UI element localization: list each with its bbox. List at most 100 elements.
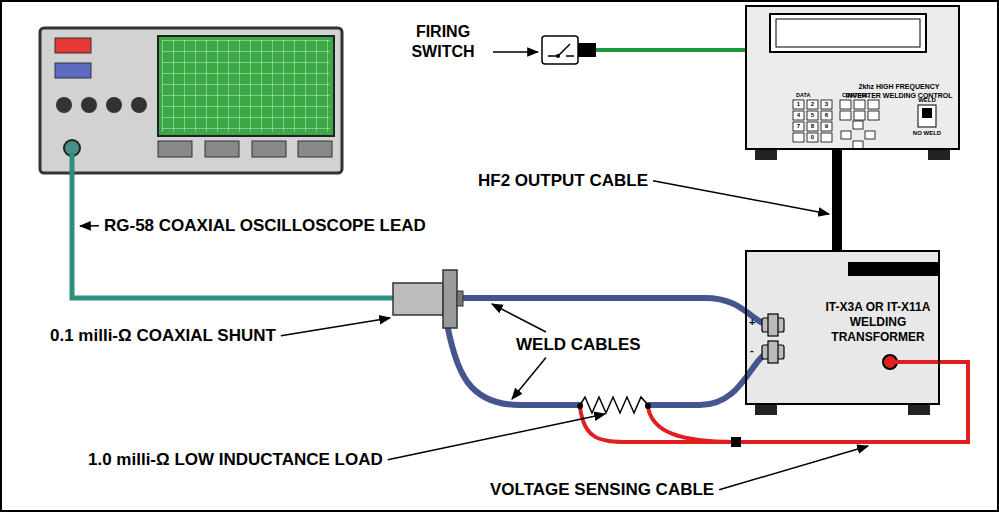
coaxial-shunt — [457, 291, 463, 306]
leader-line — [388, 414, 605, 460]
firing-switch — [578, 43, 596, 57]
oscilloscope — [55, 63, 91, 78]
key-legend: 2 — [807, 100, 818, 109]
voltage-sensing-cable — [580, 362, 968, 442]
coaxial-shunt — [443, 270, 457, 328]
welding-transformer — [745, 250, 940, 405]
key-legend: 0 — [807, 133, 818, 142]
key — [807, 100, 818, 109]
oscilloscope — [40, 28, 342, 173]
oscilloscope — [40, 28, 342, 173]
oscilloscope — [298, 141, 332, 157]
leader-line — [492, 304, 546, 332]
control-box: 2khz HIGH FREQUENCY INVERTER WELDING CON… — [745, 5, 960, 150]
key — [853, 121, 863, 129]
firing-switch — [556, 54, 560, 58]
resistor-symbol — [580, 397, 648, 413]
key — [854, 111, 865, 120]
welding-control — [928, 150, 950, 160]
oscilloscope — [131, 97, 147, 113]
key — [840, 100, 851, 109]
leader-line — [493, 51, 538, 53]
welding-control — [755, 150, 777, 160]
switch-legend: NO WELD — [909, 129, 945, 137]
key — [868, 111, 879, 120]
welding-control — [793, 100, 879, 149]
voltage-sensing-cable — [580, 407, 735, 442]
key — [793, 100, 804, 109]
callout-label: VOLTAGE SENSING CABLE — [490, 480, 714, 500]
weld-cables — [648, 352, 772, 405]
key-legend: 9 — [821, 122, 832, 131]
key — [841, 131, 851, 139]
sense-point — [645, 403, 651, 409]
coaxial-shunt — [393, 270, 463, 328]
voltage-sensing-cable — [648, 407, 735, 442]
weld-cables — [445, 312, 580, 405]
terminal — [768, 341, 778, 363]
welding-transformer — [908, 405, 930, 415]
key — [807, 133, 818, 142]
key-legend: 3 — [821, 100, 832, 109]
leader-line — [719, 446, 868, 490]
welding-control — [922, 108, 932, 118]
oscilloscope — [252, 141, 286, 157]
sense-point — [577, 403, 583, 409]
leader-line — [653, 181, 829, 214]
key — [853, 141, 863, 149]
leader-line — [512, 358, 546, 399]
welding-control — [745, 5, 960, 150]
welding-control — [918, 105, 936, 127]
key — [821, 122, 832, 131]
oscilloscope — [158, 36, 334, 136]
key-legend: 7 — [793, 122, 804, 131]
firing-switch — [596, 48, 747, 52]
oscilloscope — [158, 141, 192, 157]
key — [865, 131, 875, 139]
key-legend: 4 — [793, 111, 804, 120]
leader-line — [281, 318, 390, 336]
cable-junction — [731, 437, 741, 447]
panel-legend: CONTROL — [842, 92, 869, 98]
key — [868, 100, 879, 109]
key — [821, 133, 832, 142]
key — [840, 111, 851, 120]
key-legend: 1 — [793, 100, 804, 109]
oscilloscope — [106, 97, 122, 113]
welding-transformer — [848, 262, 938, 276]
welding-control — [745, 5, 960, 160]
coaxial-shunt — [393, 283, 443, 315]
firing-switch — [548, 44, 574, 56]
welding-transformer — [745, 250, 940, 415]
key-legend: 6 — [821, 111, 832, 120]
leader-lines — [80, 52, 868, 490]
key-legend: 8 — [807, 122, 818, 131]
oscilloscope — [56, 97, 72, 113]
key — [793, 111, 804, 120]
welding-control — [776, 19, 920, 47]
terminal-sign: - — [750, 344, 754, 357]
callout-label: 0.1 milli-Ω COAXIAL SHUNT — [50, 326, 276, 346]
terminal — [762, 314, 784, 363]
firing-switch — [542, 36, 747, 64]
callout-label: RG-58 COAXIAL OSCILLOSCOPE LEAD — [104, 216, 426, 236]
key — [807, 111, 818, 120]
box-title: IT-X3A OR IT-X11A WELDING TRANSFORMER — [821, 300, 935, 345]
leader-line — [80, 225, 99, 227]
callout-label: FIRING SWITCH — [398, 22, 488, 62]
terminal-sign: + — [749, 316, 755, 329]
terminal — [768, 314, 778, 336]
firing-switch — [542, 36, 578, 64]
oscilloscope — [55, 38, 91, 53]
callout-label: WELD CABLES — [516, 335, 641, 355]
panel-legend: DATA — [796, 92, 810, 98]
key-legend: 5 — [807, 111, 818, 120]
key — [793, 133, 804, 142]
key — [793, 122, 804, 131]
callout-label: 1.0 milli-Ω LOW INDUCTANCE LOAD — [88, 450, 383, 470]
key — [821, 100, 832, 109]
